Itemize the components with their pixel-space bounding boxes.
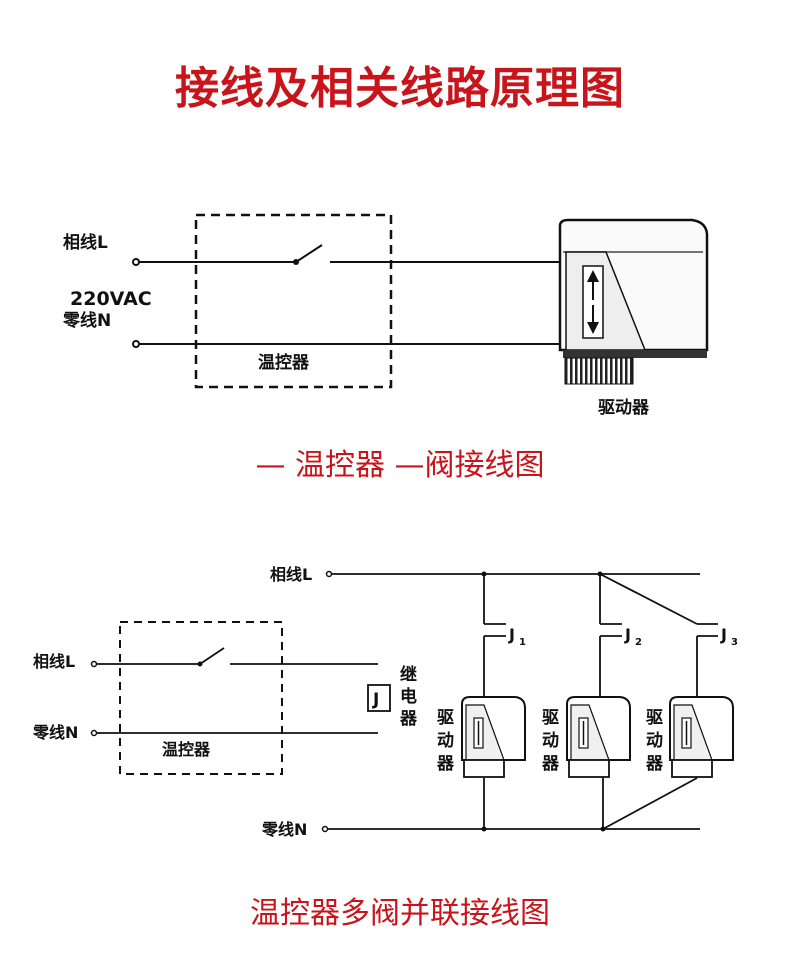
contact-j1-sub: 1 — [519, 637, 526, 648]
thermostat-box-2 — [119, 621, 283, 775]
thermostat-label: 温控器 — [258, 352, 310, 373]
relay-box — [367, 684, 391, 712]
thermostat-neutral-wire — [90, 729, 378, 737]
relay-label-char-1: 继 — [400, 664, 417, 685]
actuator-3-char-1: 驱 — [646, 708, 663, 728]
thermostat-phase-wire — [90, 647, 378, 668]
diagram-single-valve: 相线L 220VAC 零线N 温控器 — [62, 213, 709, 418]
actuator-1-char-3: 器 — [436, 754, 455, 774]
actuator-1 — [461, 696, 526, 778]
input-neutral-label: 零线N — [32, 723, 78, 742]
contact-j2-label: J — [624, 625, 631, 644]
relay-label-char-2: 电 — [400, 686, 417, 707]
contact-j3-label: J — [720, 625, 727, 644]
contact-j2-sub: 2 — [635, 637, 642, 648]
branch-3: J 3 驱 动 器 — [599, 573, 738, 830]
diagram-multi-valve: 相线L 零线N 温控器 J 继 电 器 相线L 零线N — [32, 565, 738, 839]
actuator-2-char-3: 器 — [541, 754, 560, 774]
neutral-wire — [132, 340, 560, 348]
caption-single-valve: — 温控器 —阀接线图 — [255, 448, 545, 483]
thermostat-label-2: 温控器 — [161, 740, 211, 759]
up-arrow-icon — [587, 270, 599, 282]
cross-wire-top — [599, 573, 698, 625]
page-title: 接线及相关线路原理图 — [175, 63, 625, 114]
actuator-indicator — [582, 265, 604, 339]
contact-j3-sub: 3 — [731, 637, 738, 648]
actuator-2 — [566, 696, 631, 778]
bus-phase-label: 相线L — [270, 565, 312, 584]
neutral-line-label: 零线N — [62, 310, 111, 331]
actuator-base-fins — [564, 357, 634, 385]
actuator-2-char-2: 动 — [542, 731, 559, 751]
input-phase-label: 相线L — [33, 652, 75, 671]
actuator-3-char-2: 动 — [646, 731, 663, 751]
actuator-label: 驱动器 — [598, 398, 650, 418]
actuator-2-char-1: 驱 — [542, 708, 559, 728]
actuator-1-char-1: 驱 — [437, 708, 454, 728]
relay-symbol: J — [372, 690, 379, 710]
actuator-3-char-3: 器 — [645, 754, 664, 774]
phase-line-label: 相线L — [63, 232, 108, 253]
switch-blade — [295, 244, 323, 263]
branch-2: J 2 驱 动 器 — [541, 574, 642, 829]
cross-wire-bottom — [602, 777, 698, 830]
contact-j1-label: J — [508, 625, 515, 644]
voltage-label: 220VAC — [70, 288, 152, 310]
phase-wire — [132, 244, 560, 266]
branch-1: J 1 驱 动 器 — [436, 574, 526, 829]
actuator-3 — [669, 696, 734, 778]
caption-multi-valve: 温控器多阀并联接线图 — [250, 896, 550, 931]
actuator-device — [558, 218, 709, 385]
down-arrow-icon — [587, 322, 599, 334]
thermostat-box — [194, 213, 393, 389]
bus-neutral-label: 零线N — [261, 820, 307, 839]
actuator-1-char-2: 动 — [437, 731, 454, 751]
relay-label-char-3: 器 — [399, 709, 418, 729]
